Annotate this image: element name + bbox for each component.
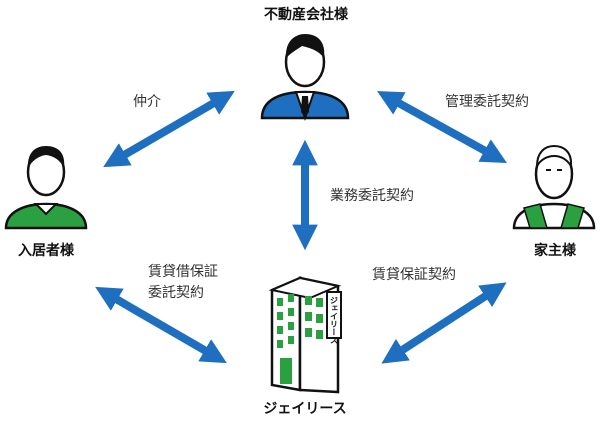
building-sign-board: [326, 291, 342, 339]
arrow-landlord-company: [381, 282, 507, 364]
management-contract-label: 管理委託契約: [445, 94, 529, 110]
business-contract-label: 業務委託契約: [330, 188, 414, 204]
tenant-guarantee-label-line2: 委託契約: [148, 285, 204, 301]
arrow-tenant-company: [95, 286, 227, 364]
building-icon: ジェイリース: [268, 276, 342, 394]
brokerage-label: 仲介: [133, 94, 161, 110]
building-sign-text: ジェイリース: [330, 296, 339, 344]
realtor-person-icon: [260, 34, 350, 122]
company-label: ジェイリース: [263, 401, 347, 417]
landlord-label: 家主様: [534, 243, 576, 259]
arrow-realtor-landlord: [377, 91, 507, 163]
landlord-person-icon: [512, 144, 596, 230]
tenant-guarantee-label-line1: 賃貸借保証: [148, 264, 218, 280]
arrow-tenant-realtor: [103, 90, 235, 168]
landlord-guarantee-label: 賃貸保証契約: [372, 267, 456, 283]
tenant-label: 入居者様: [18, 243, 74, 259]
tenant-person-icon: [4, 146, 88, 230]
realtor-label: 不動産会社様: [264, 7, 348, 23]
